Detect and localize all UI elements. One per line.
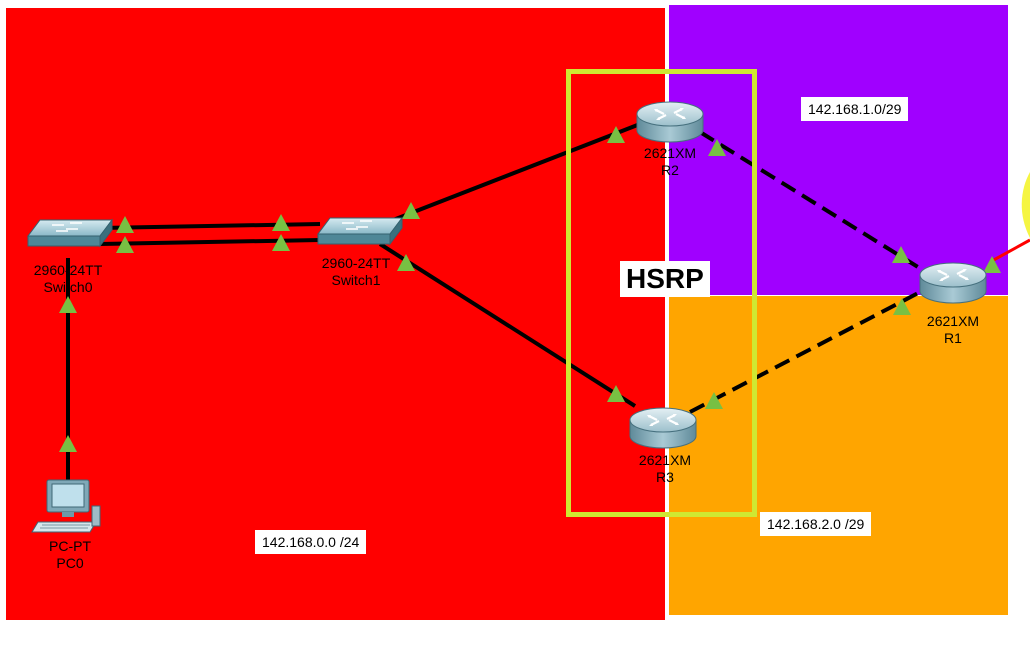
- link-up-r2-switch1: [607, 126, 625, 143]
- r2-label: 2621XM R2: [644, 145, 696, 179]
- r1-r3-zone: [669, 296, 1008, 615]
- link-up-switch1-r3: [397, 254, 415, 271]
- link-up-r3-r1: [705, 392, 723, 409]
- cables: [66, 122, 1030, 483]
- r3-name: R3: [656, 469, 674, 485]
- r3-model: 2621XM: [638, 452, 692, 468]
- subnet-label-r1-r3: 142.168.2.0 /29: [760, 512, 872, 536]
- cable-switch1-r3: [378, 242, 637, 408]
- link-up-switch1-b: [272, 234, 290, 251]
- subnet-label-r1-r2: 142.168.1.0/29: [801, 97, 909, 121]
- switch1-name: Switch1: [331, 272, 381, 288]
- hsrp-group-box: [566, 69, 757, 517]
- link-up-switch0-a: [116, 216, 134, 233]
- serial-r3-r1: [689, 288, 925, 414]
- cable-switch0-switch1-b: [99, 238, 321, 246]
- link-up-switch0-b: [116, 236, 134, 253]
- switch1-label: 2960-24TT Switch1: [322, 255, 390, 289]
- link-up-switch1-r2: [402, 202, 420, 219]
- link-up-switch1-a: [272, 214, 290, 231]
- r1-router-icon[interactable]: [918, 261, 988, 305]
- uplink-r1: [989, 238, 1030, 264]
- switch1-model: 2960-24TT: [321, 255, 391, 271]
- cable-switch1-r2: [387, 122, 641, 224]
- pc0-icon[interactable]: [31, 479, 101, 533]
- serial-r2-r1: [698, 130, 928, 274]
- switch0-name: Switch0: [43, 279, 93, 295]
- lan-zone: [6, 8, 665, 620]
- r2-model: 2621XM: [643, 145, 697, 161]
- subnet-label-lan: 142.168.0.0 /24: [255, 530, 367, 554]
- edge-marker: [1021, 172, 1030, 238]
- switch0-icon[interactable]: [27, 219, 113, 247]
- r3-label: 2621XM R3: [639, 452, 691, 486]
- link-up-r1-uplink: [983, 256, 1001, 273]
- pc0-model: PC-PT: [49, 538, 91, 554]
- link-up-r1-r3: [893, 298, 911, 315]
- switch1-icon[interactable]: [317, 217, 403, 245]
- link-up-r1-r2: [892, 246, 910, 263]
- link-up-r3-switch1: [607, 385, 625, 402]
- r1-label: 2621XM R1: [927, 313, 979, 347]
- pc0-label: PC-PT PC0: [49, 538, 91, 572]
- pc0-name: PC0: [56, 555, 84, 571]
- link-up-pc0-bottom: [59, 435, 77, 452]
- switch0-label: 2960-24TT Switch0: [34, 262, 102, 296]
- r2-name: R2: [661, 162, 679, 178]
- hsrp-label: HSRP: [620, 261, 710, 297]
- link-up-switch0-bottom: [59, 296, 77, 313]
- switch0-model: 2960-24TT: [33, 262, 103, 278]
- r1-model: 2621XM: [926, 313, 980, 329]
- link-up-r2-r1: [708, 139, 726, 156]
- r1-name: R1: [944, 330, 962, 346]
- link-indicators: [59, 126, 1001, 452]
